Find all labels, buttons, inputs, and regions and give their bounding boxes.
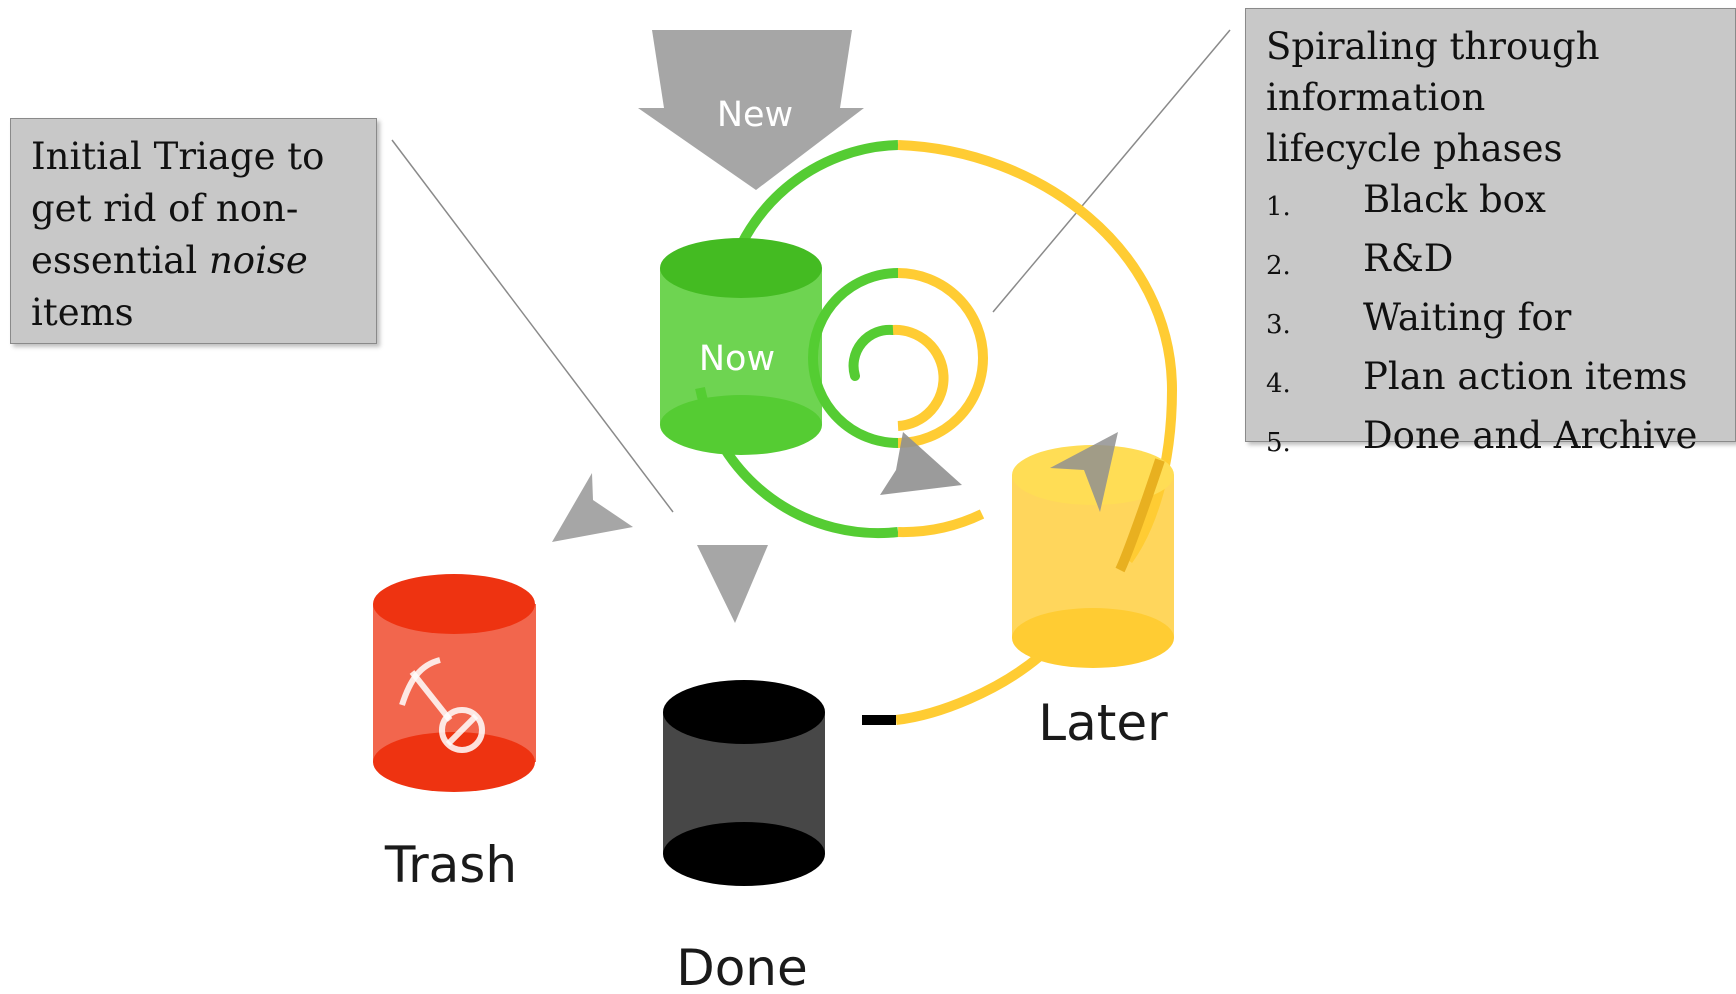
arrow-to-trash-icon bbox=[552, 473, 633, 542]
triage-line-1: Initial Triage to bbox=[31, 135, 325, 178]
phase-number: 1. bbox=[1266, 192, 1291, 222]
phases-callout: Spiraling through information lifecycle … bbox=[1245, 8, 1736, 458]
trash-label: Trash bbox=[384, 836, 517, 894]
spiral-inner-yellow bbox=[892, 324, 949, 431]
phase-number: 3. bbox=[1266, 310, 1291, 340]
phases-title-line-2: information bbox=[1266, 76, 1486, 119]
phases-leader-line bbox=[992, 29, 1231, 313]
no-symbol-icon bbox=[399, 657, 485, 753]
spiral-inner-green bbox=[848, 324, 898, 381]
phase-item: 2. R&D bbox=[1266, 233, 1715, 292]
spiral-middle-yellow bbox=[897, 268, 988, 448]
arrow-into-later-icon bbox=[1050, 432, 1118, 512]
done-cylinder bbox=[663, 680, 825, 886]
phase-item: 1. Black box bbox=[1266, 174, 1715, 233]
phases-title-line-1: Spiraling through bbox=[1266, 25, 1600, 68]
trash-cylinder bbox=[373, 574, 536, 792]
new-arrow-icon: New bbox=[638, 30, 864, 190]
triage-line-3: essential noise bbox=[31, 235, 356, 287]
noise-word: noise bbox=[208, 239, 308, 282]
later-label: Later bbox=[1038, 694, 1168, 752]
later-cylinder bbox=[1012, 432, 1174, 668]
phase-text: Waiting for bbox=[1363, 296, 1572, 339]
later-to-done-line bbox=[895, 652, 1044, 725]
phase-number: 4. bbox=[1266, 369, 1291, 399]
now-cylinder: Now bbox=[660, 238, 822, 455]
triage-callout: Initial Triage to get rid of non- essent… bbox=[10, 118, 377, 344]
phase-item: 5. Done and Archive bbox=[1266, 410, 1715, 469]
phase-text: Black box bbox=[1363, 178, 1546, 221]
spiral-lower-yellow bbox=[897, 509, 985, 538]
new-label: New bbox=[717, 95, 793, 135]
phase-text: Done and Archive bbox=[1363, 414, 1698, 457]
phase-item: 4. Plan action items bbox=[1266, 351, 1715, 410]
triage-line-4: items bbox=[31, 291, 134, 334]
triage-leader-line bbox=[391, 139, 674, 513]
phase-number: 5. bbox=[1266, 428, 1291, 458]
phase-text: R&D bbox=[1363, 237, 1454, 280]
done-label: Done bbox=[676, 939, 808, 989]
arrow-to-done-icon bbox=[697, 545, 768, 623]
arrow-to-later-icon bbox=[880, 432, 962, 495]
triage-line-2: get rid of non- bbox=[31, 187, 299, 230]
phase-item: 3. Waiting for bbox=[1266, 292, 1715, 351]
now-label: Now bbox=[699, 339, 775, 379]
phases-title-line-3: lifecycle phases bbox=[1266, 127, 1563, 170]
triage-line-3-prefix: essential bbox=[31, 239, 209, 282]
phase-text: Plan action items bbox=[1363, 355, 1688, 398]
phase-number: 2. bbox=[1266, 251, 1291, 281]
